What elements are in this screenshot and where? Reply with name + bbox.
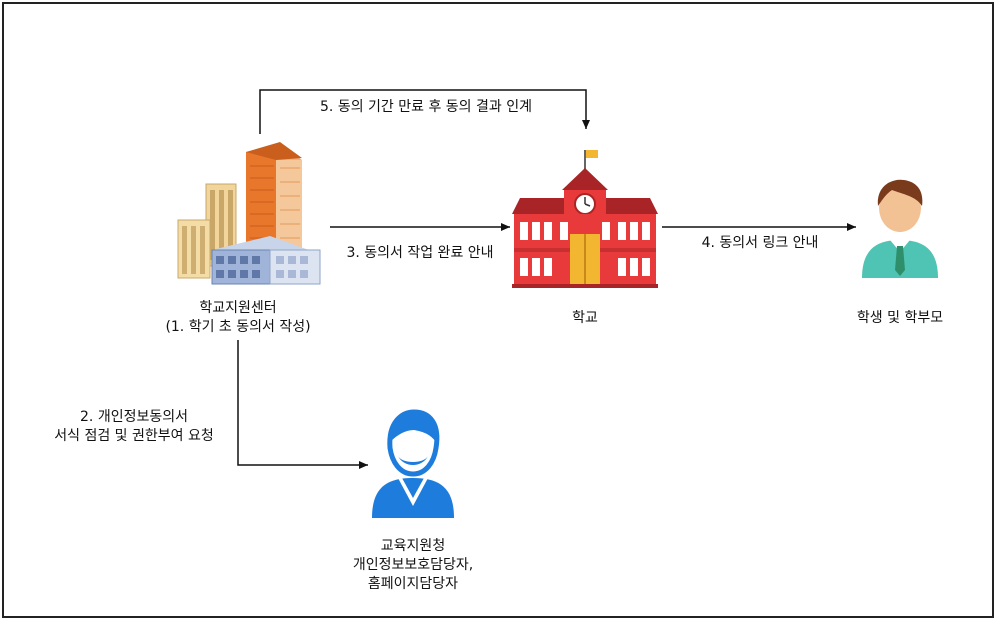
office-label-line3: 홈페이지담당자 (367, 576, 459, 592)
step2-label-line1: 2. 개인정보동의서 (80, 409, 188, 425)
diagram-frame (2, 2, 994, 618)
arrow-step5 (259, 89, 590, 134)
step5-label: 5. 동의 기간 만료 후 동의 결과 인계 (320, 99, 532, 115)
office-label-line1: 교육지원청 (380, 538, 446, 554)
center-label: 학교지원센터 (199, 300, 277, 316)
staff-person-icon (372, 409, 454, 518)
arrow-step2 (237, 340, 368, 469)
school-label: 학교 (572, 310, 598, 326)
parents-label: 학생 및 학부모 (856, 310, 944, 326)
school-building-icon (512, 150, 658, 288)
center-sublabel: (1. 학기 초 동의서 작성) (165, 319, 311, 335)
step2-label-line2: 서식 점검 및 권한부여 요청 (54, 428, 214, 444)
office-buildings-icon (177, 142, 321, 285)
office-label-line2: 개인정보보호담당자, (352, 557, 474, 573)
person-icon (862, 179, 938, 278)
step4-label: 4. 동의서 링크 안내 (701, 235, 819, 251)
step3-label: 3. 동의서 작업 완료 안내 (346, 245, 494, 261)
